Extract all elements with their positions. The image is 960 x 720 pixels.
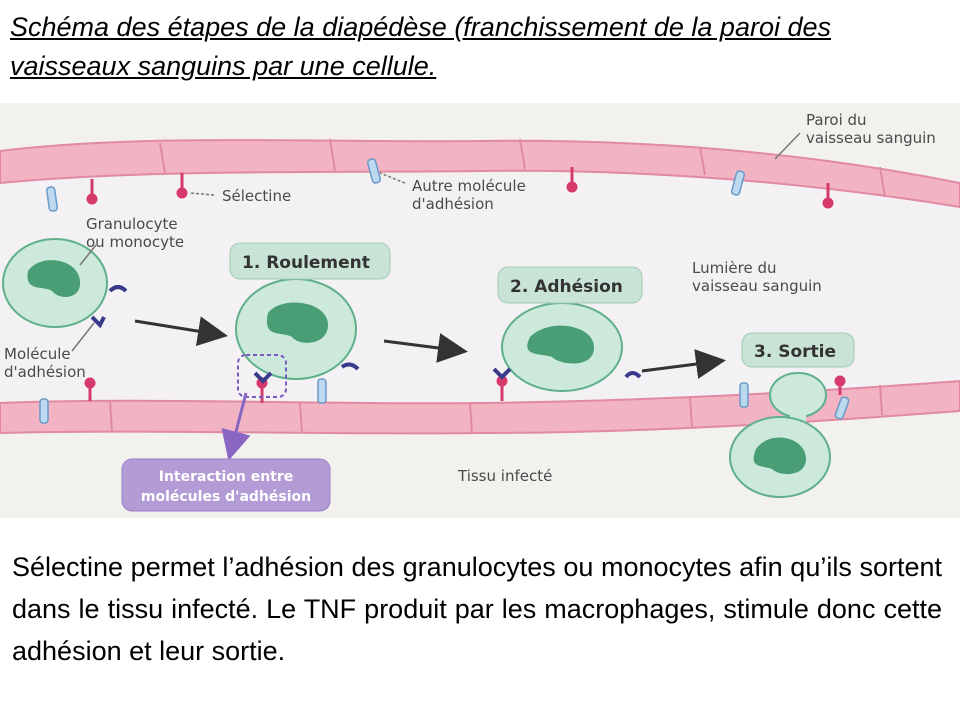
exiting-cell [729,372,831,498]
svg-text:Granulocyte: Granulocyte [86,215,178,233]
svg-text:molécules d'adhésion: molécules d'adhésion [141,489,311,505]
svg-text:Sélectine: Sélectine [222,187,291,205]
other-adhesion-molecule-lower [39,378,850,424]
arrow-exit [641,349,726,379]
step-box-adhesion [497,266,643,304]
label-granulocyte-1: Granulocyte [86,215,178,233]
svg-text:vaisseau sanguin: vaisseau sanguin [806,129,936,147]
label-molecule-adhesion-1: Molécule [4,345,71,363]
step-label-roulement: 1. Roulement [242,253,370,273]
step-box-roulement [229,242,391,280]
vessel-lumen [0,178,960,408]
upper-vessel-wall [0,139,960,209]
svg-text:3. Sortie: 3. Sortie [754,342,836,362]
svg-text:vaisseau sanguin: vaisseau sanguin [692,277,822,295]
label-granulocyte-2: ou monocyte [86,233,184,251]
svg-text:Autre molécule: Autre molécule [412,177,526,195]
interaction-box [121,458,331,512]
other-adhesion-molecule [46,158,746,212]
label-lumiere-2: vaisseau sanguin [692,277,822,295]
svg-text:Interaction entre: Interaction entre [159,469,294,485]
arrow-rolling-to-adhesion [134,316,228,346]
label-molecule-adhesion-2: d'adhésion [4,363,86,381]
label-autre-molecule-2: d'adhésion [412,195,494,213]
step-label-adhesion: 2. Adhésion [510,277,623,297]
arrow-adhesion [383,333,468,363]
step-label-sortie: 3. Sortie [754,342,836,362]
label-pointers [71,132,801,352]
adhered-cell [492,302,642,392]
label-paroi-1: Paroi du [806,111,867,129]
svg-text:Tissu infecté: Tissu infecté [457,467,552,485]
svg-text:d'adhésion: d'adhésion [4,363,86,381]
label-autre-molecule-1: Autre molécule [412,177,526,195]
explanation-text: Sélectine permet l’adhésion des granuloc… [12,552,942,666]
svg-text:1. Roulement: 1. Roulement [242,253,370,273]
label-selectine: Sélectine [222,187,291,205]
interaction-label-2: molécules d'adhésion [141,489,311,505]
label-lumiere-1: Lumière du [692,259,776,277]
granulocyte-cell [2,238,128,329]
svg-text:Paroi du: Paroi du [806,111,867,129]
label-tissu-infecte: Tissu infecté [457,467,552,485]
label-paroi-2: vaisseau sanguin [806,129,936,147]
svg-text:2. Adhésion: 2. Adhésion [510,277,623,297]
interaction-highlight [237,354,287,398]
lower-wall-divisions [109,384,883,434]
upper-wall-divisions [159,138,886,198]
interaction-label-1: Interaction entre [159,469,294,485]
selectin-molecule [86,167,834,209]
diapedesis-diagram: Paroi du vaisseau sanguin Sélectine Autr… [0,103,960,518]
page-title: Schéma des étapes de la diapédèse (franc… [10,12,832,81]
svg-text:d'adhésion: d'adhésion [412,195,494,213]
svg-text:Molécule: Molécule [4,345,71,363]
arrow-to-interaction [221,392,251,461]
svg-text:ou monocyte: ou monocyte [86,233,184,251]
svg-text:Lumière du: Lumière du [692,259,776,277]
step-box-sortie [741,332,855,368]
